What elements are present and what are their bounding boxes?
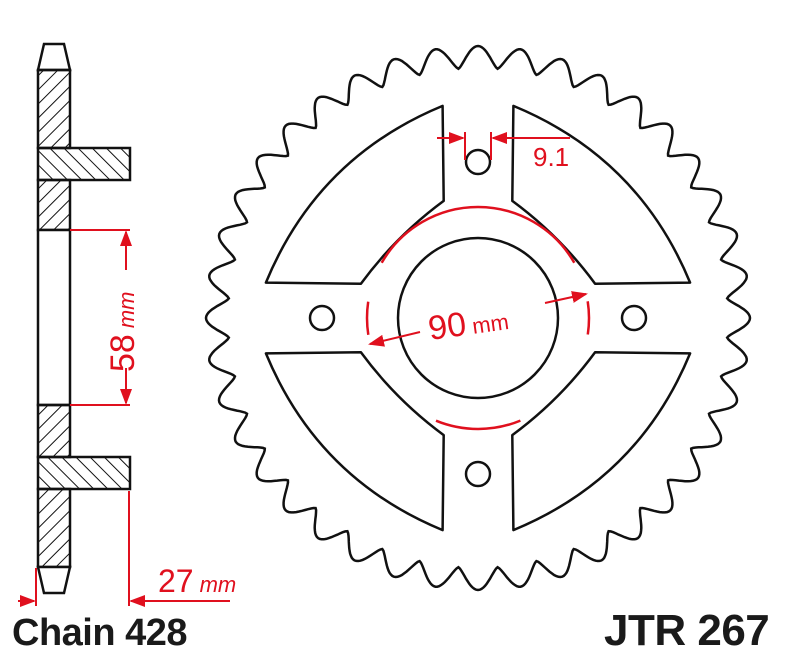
lightening-hole	[511, 351, 692, 532]
bolt-hole	[620, 304, 648, 332]
sprocket-front-view	[204, 44, 752, 592]
chain-size-label: Chain 428	[12, 612, 188, 654]
center-bore	[396, 236, 560, 400]
side-plate-lower	[36, 487, 72, 569]
side-tooth-bottom	[36, 565, 72, 595]
bolt-hole	[464, 460, 492, 488]
bolt-hole	[308, 304, 336, 332]
pcd-arc	[365, 301, 370, 335]
sprocket-teeth-outline	[204, 44, 752, 592]
lightening-hole	[264, 104, 445, 285]
dimension-58-text: 58mm	[104, 292, 142, 372]
bolt-holes	[308, 148, 648, 488]
dimension-27mm	[18, 491, 230, 607]
dimension-58mm	[70, 229, 132, 406]
side-plate-lower2	[36, 403, 72, 459]
side-hub-upper	[36, 146, 132, 182]
side-hub-lower	[36, 455, 132, 491]
dimension-9-1-text: 9.1	[533, 142, 569, 172]
lightening-hole	[511, 104, 692, 285]
pcd-arc	[435, 419, 521, 431]
side-plate-upper	[36, 68, 72, 150]
side-plate-upper2	[36, 178, 72, 232]
dimension-90-text: 90mm	[426, 299, 511, 348]
side-tooth-top	[36, 42, 72, 72]
side-bore	[36, 228, 72, 407]
bolt-hole	[464, 148, 492, 176]
lightening-hole	[264, 351, 445, 532]
pcd-arc	[586, 301, 591, 335]
part-number-label: JTR 267	[604, 606, 770, 655]
dimension-9-1	[437, 132, 570, 160]
pcd-arc	[380, 205, 576, 264]
dimension-90mm	[368, 291, 588, 347]
side-profile-view	[36, 42, 132, 595]
